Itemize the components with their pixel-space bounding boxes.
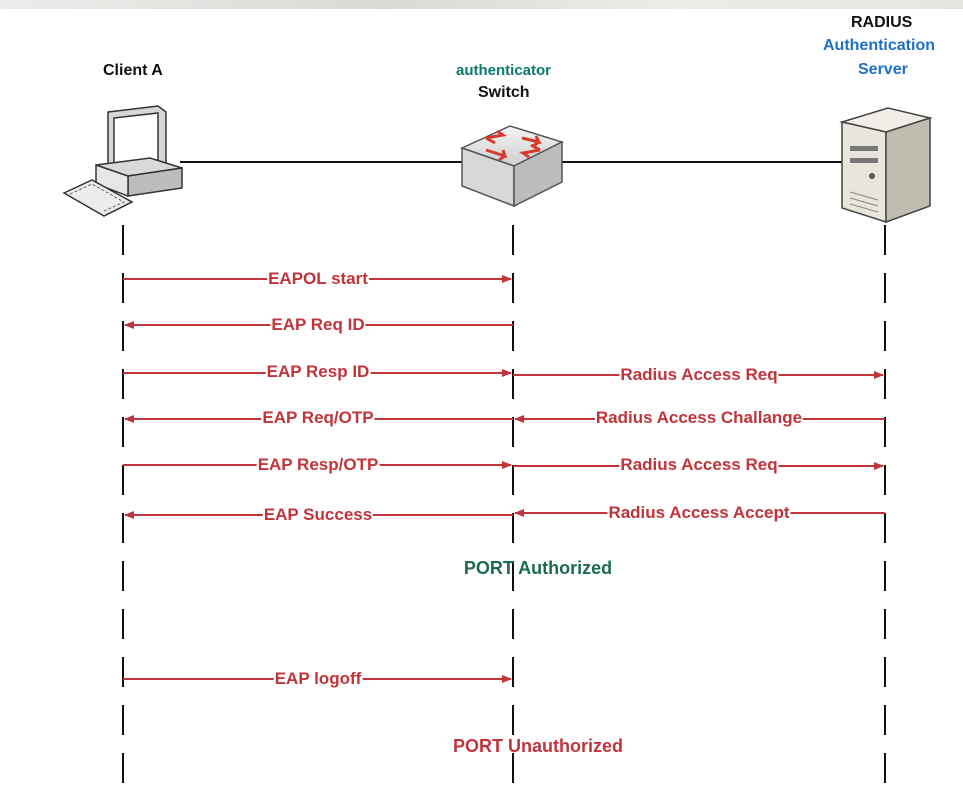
- computer-icon: [62, 105, 183, 217]
- msg-label-eap-req-otp: EAP Req/OTP: [261, 408, 375, 428]
- switch-role-label: authenticator: [456, 62, 552, 79]
- server-label-line3: Server: [858, 61, 908, 78]
- port-authorized-label: PORT Authorized: [463, 558, 613, 578]
- server-label-line1: RADIUS: [851, 14, 913, 31]
- msg-label-radius-access-challange: Radius Access Challange: [594, 408, 804, 428]
- top-band: [0, 0, 963, 9]
- msg-label-radius-access-req-1: Radius Access Req: [619, 365, 779, 385]
- server-label-line2: Authentication: [823, 37, 935, 54]
- msg-label-eap-logoff: EAP logoff: [273, 669, 363, 689]
- server-icon: [839, 107, 933, 224]
- msg-label-eap-resp-id: EAP Resp ID: [265, 362, 371, 382]
- port-unauthorized-label: PORT Unauthorized: [453, 736, 623, 756]
- switch-icon: [459, 125, 565, 208]
- msg-label-eap-resp-otp: EAP Resp/OTP: [256, 455, 380, 475]
- switch-label: Switch: [478, 84, 530, 101]
- msg-label-eapol-start: EAPOL start: [267, 269, 369, 289]
- client-label: Client A: [103, 62, 163, 79]
- msg-label-radius-access-accept: Radius Access Accept: [607, 503, 791, 523]
- msg-label-radius-access-req-2: Radius Access Req: [619, 455, 779, 475]
- msg-label-eap-req-id: EAP Req ID: [270, 315, 366, 335]
- msg-label-eap-success: EAP Success: [262, 505, 374, 525]
